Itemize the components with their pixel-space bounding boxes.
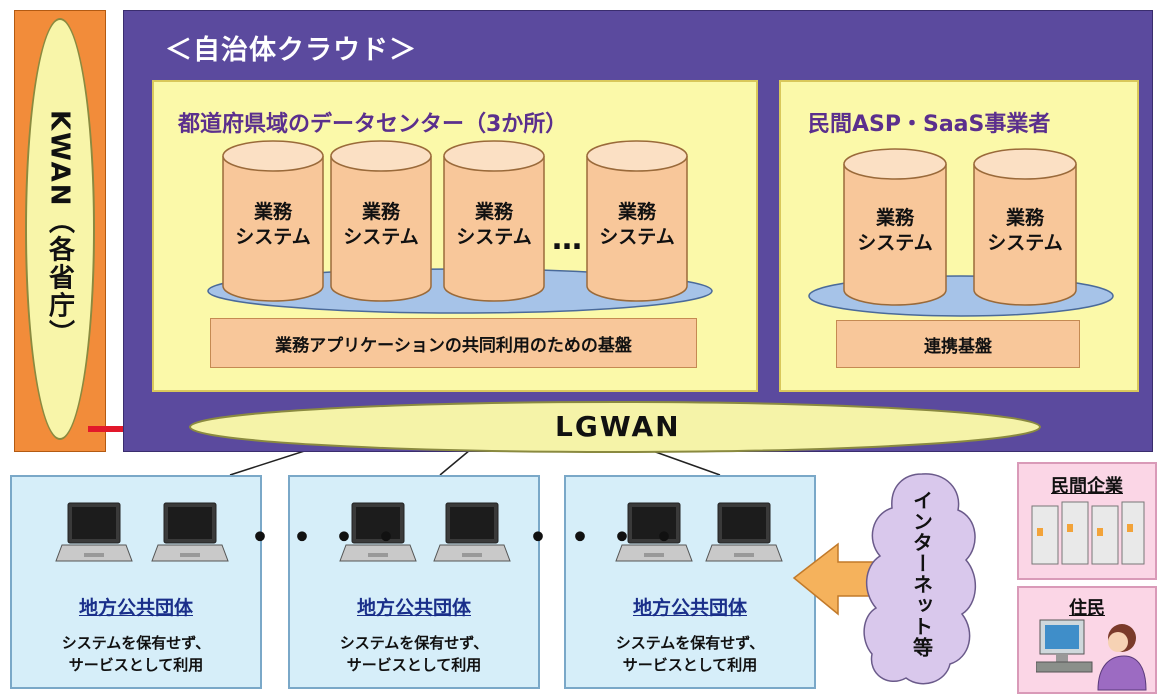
desc-line: システムを保有せず、 — [615, 634, 765, 652]
shared-app-platform: 業務アプリケーションの共同利用のための基盤 — [210, 318, 697, 368]
local-government-desc: システムを保有せず、 サービスとして利用 — [10, 633, 262, 677]
desc-line: サービスとして利用 — [622, 655, 758, 674]
business-system-cylinder: 業務 システム — [843, 148, 947, 306]
local-government-box — [564, 475, 816, 689]
desc-line: システムを保有せず、 — [61, 634, 211, 652]
private-company-label: 民間企業 — [1051, 476, 1123, 497]
lgwan-label: LGWAN — [555, 410, 681, 443]
system-label: 業務 システム — [235, 201, 311, 248]
business-system-cylinder: 業務 システム — [222, 140, 324, 302]
kwan-label-wrap: KWAN（各省庁） — [25, 18, 95, 440]
desc-line: システムを保有せず、 — [339, 634, 489, 652]
system-label: 業務 システム — [857, 207, 933, 254]
lgwan-oval — [189, 401, 1041, 453]
internet-label: インターネット等 — [909, 490, 934, 658]
separator-dots: ・・・・ — [240, 515, 408, 561]
system-label: 業務 システム — [456, 201, 532, 248]
server-rack-icon — [1031, 501, 1145, 565]
business-system-cylinder: 業務 システム — [973, 148, 1077, 306]
datacenter-title: 都道府県域のデータセンター（3か所） — [178, 112, 568, 137]
residents-label: 住民 — [1069, 598, 1105, 619]
cloud-title: ＜自治体クラウド＞ — [165, 35, 417, 66]
local-government-box — [10, 475, 262, 689]
system-label: 業務 システム — [987, 207, 1063, 254]
system-label: 業務 システム — [599, 201, 675, 248]
desc-line: サービスとして利用 — [68, 655, 204, 674]
resident-at-pc-icon — [1036, 619, 1147, 691]
system-label: 業務 システム — [343, 201, 419, 248]
separator-dots: ・・・・ — [518, 515, 686, 561]
private-asp-title: 民間ASP・SaaS事業者 — [808, 112, 1051, 137]
system-ellipsis: … — [552, 222, 582, 257]
local-government-desc: システムを保有せず、 サービスとして利用 — [564, 633, 816, 677]
kwan-oval — [25, 18, 95, 440]
integration-platform: 連携基盤 — [836, 320, 1080, 368]
local-government-title: 地方公共団体 — [78, 597, 193, 619]
internet-label-wrap: インターネット等 — [862, 490, 982, 680]
local-government-title: 地方公共団体 — [356, 597, 471, 619]
desc-line: サービスとして利用 — [346, 655, 482, 674]
internet-cloud-shape — [863, 473, 977, 685]
local-government-title: 地方公共団体 — [632, 597, 747, 619]
business-system-cylinder: 業務 システム — [443, 140, 545, 302]
local-government-desc: システムを保有せず、 サービスとして利用 — [288, 633, 540, 677]
business-system-cylinder: 業務 システム — [586, 140, 688, 302]
kwan-link-dash — [88, 426, 144, 432]
kwan-label: KWAN（各省庁） — [44, 110, 75, 348]
business-system-cylinder: 業務 システム — [330, 140, 432, 302]
